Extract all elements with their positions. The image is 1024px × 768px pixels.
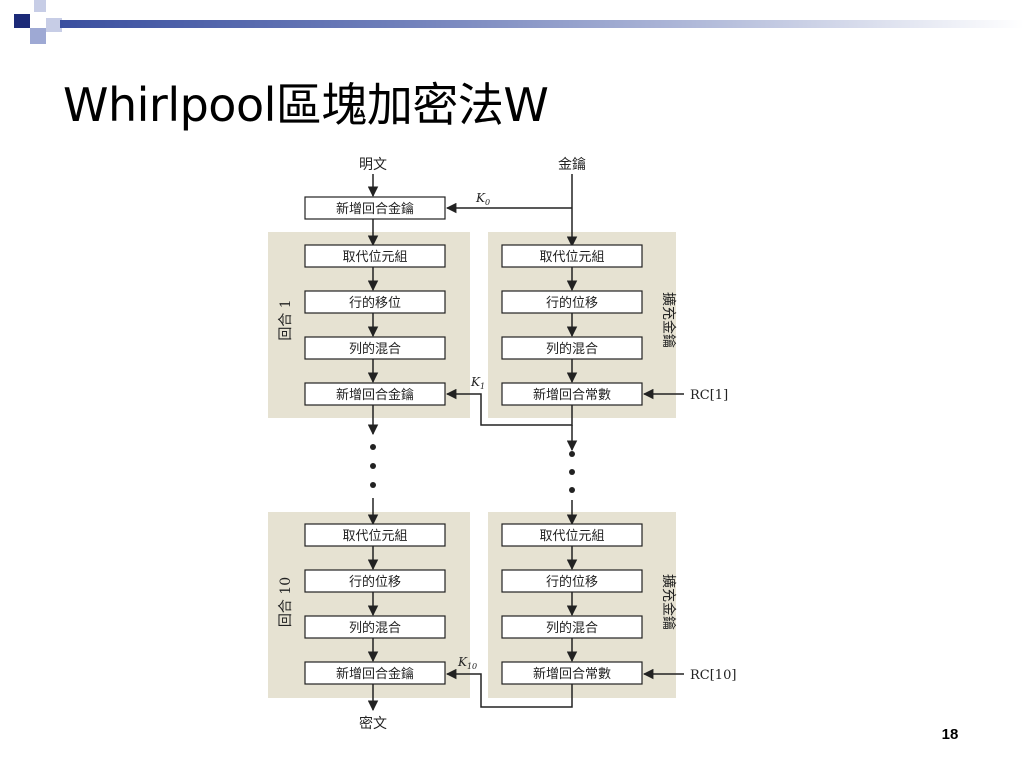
key-expansion-1-step-2: 行的位移	[546, 295, 598, 311]
round-1-step-3: 列的混合	[349, 341, 401, 357]
round-1-label: 回合 1	[278, 299, 294, 340]
round-1-step-2: 行的移位	[349, 295, 401, 311]
ciphertext-label: 密文	[359, 715, 387, 732]
round-constant-10: RC[10]	[690, 668, 736, 683]
round-10-step-1: 取代位元組	[342, 529, 407, 544]
header-bar	[60, 20, 1024, 28]
key-expansion-10-label: 擴充金鑰	[660, 574, 677, 630]
continuation-dots-left	[370, 444, 376, 488]
round-10-step-2: 行的位移	[349, 574, 401, 590]
initial-add-round-key-label: 新增回合金鑰	[336, 201, 414, 217]
whirlpool-diagram: 明文 金鑰 新增回合金鑰 K0 回合 1 取代位元組 行的移位 列的混合 新增回…	[260, 150, 760, 740]
round-10-step-4: 新增回合金鑰	[336, 666, 414, 682]
round-1-step-1: 取代位元組	[342, 250, 407, 265]
key-10-label: K10	[457, 655, 477, 671]
key-expansion-10-step-3: 列的混合	[546, 620, 598, 636]
key-1-label: K1	[470, 375, 485, 391]
round-10-step-3: 列的混合	[349, 620, 401, 636]
key-0-label: K0	[475, 191, 490, 207]
key-expansion-10-step-4: 新增回合常數	[533, 666, 611, 682]
key-expansion-10-step-1: 取代位元組	[539, 529, 604, 544]
round-10-label: 回合 10	[278, 577, 294, 627]
key-expansion-1-step-1: 取代位元組	[539, 250, 604, 265]
plaintext-label: 明文	[359, 157, 387, 173]
round-constant-1: RC[1]	[690, 388, 728, 403]
continuation-dots-right	[569, 451, 575, 493]
key-expansion-1-label: 擴充金鑰	[660, 292, 677, 348]
round-1-step-4: 新增回合金鑰	[336, 387, 414, 403]
page-title: Whirlpool區塊加密法W	[63, 78, 549, 132]
key-label: 金鑰	[558, 157, 586, 173]
page-number: 18	[941, 726, 959, 743]
key-expansion-10-step-2: 行的位移	[546, 574, 598, 590]
slide-logo	[0, 0, 80, 60]
key-expansion-1-step-4: 新增回合常數	[533, 387, 611, 403]
key-expansion-1-step-3: 列的混合	[546, 341, 598, 357]
initial-add-round-key-box	[304, 196, 446, 220]
